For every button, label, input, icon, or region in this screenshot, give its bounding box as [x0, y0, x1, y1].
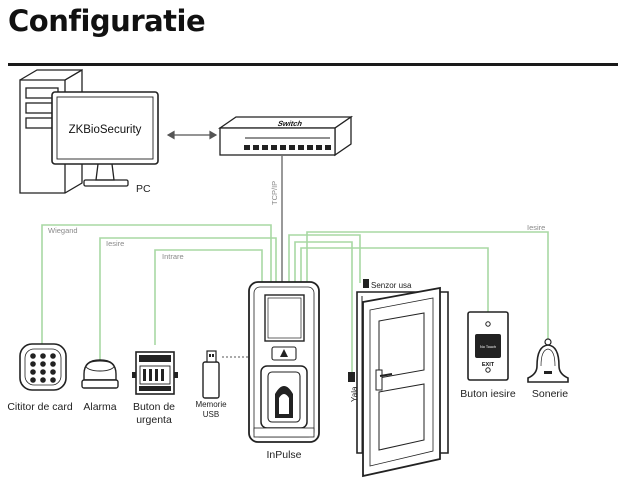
title-divider [8, 63, 618, 66]
bell-icon [527, 338, 569, 383]
wire-lock [294, 241, 353, 372]
door-sensor-icon [363, 279, 369, 288]
network-switch-icon [217, 115, 354, 157]
card-reader-icon [19, 343, 67, 391]
exit-button-icon [467, 311, 509, 381]
pc: ZKBioSecurity PC [19, 68, 159, 195]
alarm-siren-icon [81, 359, 119, 389]
wire-intrare [154, 249, 263, 345]
network-links [166, 130, 283, 282]
wire-label-wiegand: Wiegand [48, 226, 78, 235]
lock-icon [348, 372, 355, 382]
arrow-left-icon [166, 130, 175, 140]
usb-label-line2: USB [203, 410, 219, 419]
inpulse-label: InPulse [266, 449, 301, 461]
exit-button-label: Buton iesire [460, 388, 516, 400]
wiring [41, 224, 549, 372]
tcpip-label: TCP/IP [270, 181, 279, 205]
emergency-button-label-line2: urgenta [136, 414, 172, 426]
usb-label-line1: Memorie [195, 400, 227, 409]
monitor-icon [51, 91, 159, 187]
wire-wiegand [41, 224, 272, 345]
wire-iesire-left [99, 237, 277, 360]
arrow-right-icon [209, 130, 218, 140]
exit-button-touch-text: No Touch [480, 345, 496, 349]
inpulse-terminal-icon [248, 281, 320, 443]
emergency-button-icon [132, 351, 178, 395]
alarm-label: Alarma [83, 401, 116, 413]
lock-label: Yala [350, 386, 359, 402]
wire-label-iesire-left: Iesire [106, 239, 124, 248]
page-title: Configuratie [8, 4, 206, 38]
wire-label-iesire-right: Iesire [527, 223, 545, 232]
card-reader-label: Cititor de card [7, 401, 73, 413]
wire-bell [306, 231, 549, 340]
exit-button-text: EXIT [482, 362, 495, 368]
wire-exit-button [300, 247, 489, 312]
emergency-button-label-line1: Buton de [133, 401, 175, 413]
bell-label: Sonerie [532, 388, 568, 400]
monitor-screen-text: ZKBioSecurity [69, 124, 142, 136]
switch-label: Switch [276, 119, 304, 128]
door-sensor-label: Senzor usa [371, 281, 412, 290]
pc-label: PC [136, 183, 151, 195]
door-icon [348, 279, 449, 478]
wire-sensor [288, 234, 361, 283]
usb-stick-icon [202, 350, 220, 399]
wire-label-intrare: Intrare [162, 252, 184, 261]
